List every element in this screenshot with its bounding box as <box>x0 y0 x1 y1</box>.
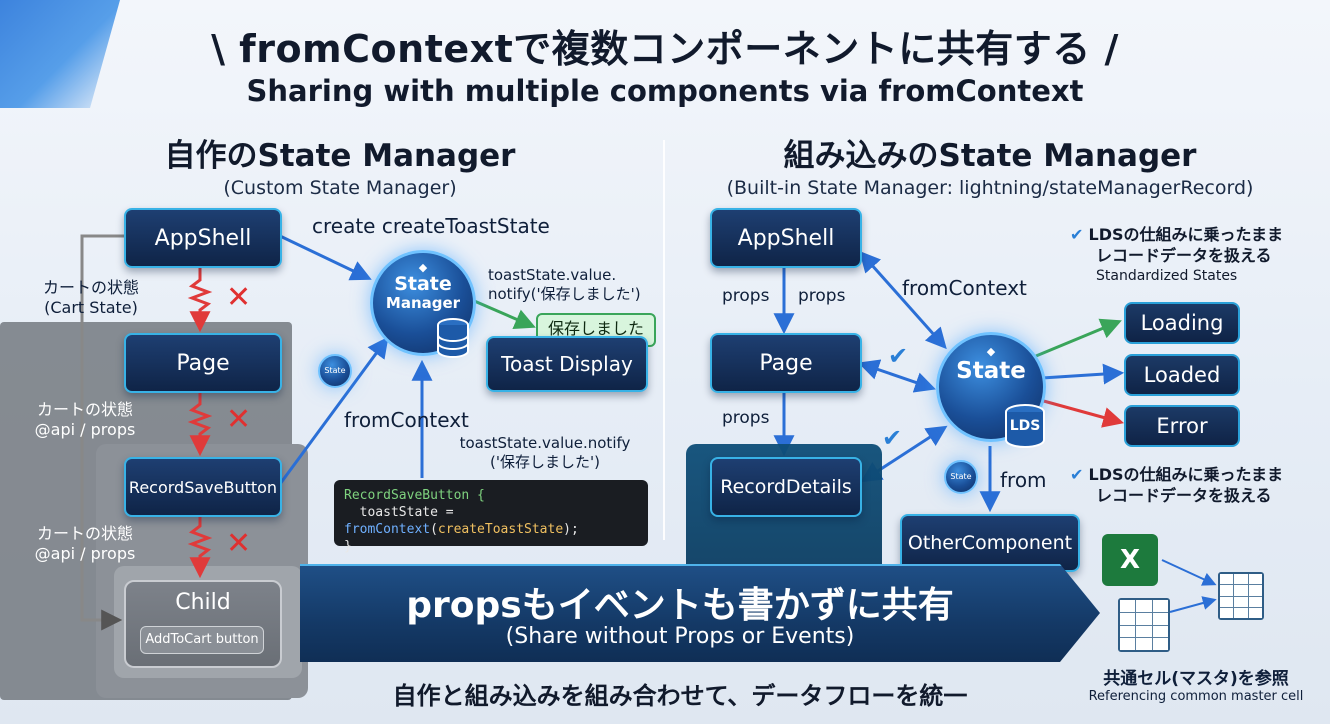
notify-label: toastState.value. notify('保存しました') <box>488 266 641 304</box>
excel-icon: X <box>1102 534 1158 586</box>
props-label-1: props <box>722 286 770 306</box>
master-cell-caption: 共通セル(マスタ)を参照 Referencing common master c… <box>1070 664 1322 704</box>
section-divider <box>663 140 665 540</box>
page-title: \ fromContextで複数コンポーネントに共有する / <box>211 27 1119 71</box>
left-appshell-node: AppShell <box>124 208 282 268</box>
right-from-context-label: fromContext <box>902 276 1027 300</box>
blocked-x-icon-3: ✕ <box>226 526 252 561</box>
cart-state-text-1: カートの状態 <box>42 278 139 297</box>
error-state-node: Error <box>1124 405 1240 447</box>
record-details-node: RecordDetails <box>710 457 862 517</box>
right-heading: 組み込みのState Manager <box>783 138 1197 174</box>
database-icon <box>436 318 470 358</box>
code-snippet: RecordSaveButton { toastState = fromCont… <box>334 480 648 554</box>
right-section-header: 組み込みのState Manager (Built-in State Manag… <box>680 130 1300 199</box>
child-label: Child <box>175 590 231 615</box>
mini-state-badge-right: State <box>944 460 978 494</box>
right-subheading: (Built-in State Manager: lightning/state… <box>726 177 1254 199</box>
summary-banner: propsもイベントも書かずに共有 (Share without Props o… <box>300 564 1100 662</box>
notify2-label: toastState.value.notify ('保存しました') <box>440 434 650 472</box>
master-caption-line1: 共通セル(マスタ)を参照 <box>1103 669 1289 689</box>
master-cell-icon <box>1218 572 1264 620</box>
note2-line2: レコードデータを扱える <box>1096 486 1272 505</box>
code-line2-b: ); <box>563 522 579 537</box>
master-caption-line2: Referencing common master cell <box>1088 689 1304 704</box>
from-label: from <box>1000 468 1047 492</box>
cart-state-en-1: (Cart State) <box>44 298 138 317</box>
banner-sub: (Share without Props or Events) <box>505 624 855 649</box>
left-record-save-button-node: RecordSaveButton <box>124 457 282 517</box>
code-line2-arg: createToastState <box>437 522 564 537</box>
lds-database-icon: LDS <box>1004 404 1046 448</box>
toast-display-node: Toast Display <box>486 336 648 392</box>
state-manager-line2: Manager <box>385 294 461 312</box>
code-line1: RecordSaveButton { <box>344 488 485 503</box>
builtin-state-label: State <box>956 358 1026 384</box>
code-line2-fn: fromContext <box>344 522 431 537</box>
left-child-node: Child AddToCart button <box>124 580 282 668</box>
other-component-node: OtherComponent <box>900 514 1080 572</box>
code-line3: } <box>344 539 352 554</box>
right-appshell-node: AppShell <box>710 208 862 268</box>
notify2-line1: toastState.value.notify <box>459 434 631 452</box>
props-label-3: props <box>722 408 770 428</box>
props-label-2: props <box>798 286 846 306</box>
blocked-x-icon-1: ✕ <box>226 280 252 315</box>
left-page-node: Page <box>124 333 282 393</box>
state-manager-line1: State <box>394 273 452 295</box>
left-subheading: (Custom State Manager) <box>223 177 457 199</box>
mini-state-badge-left: State <box>318 354 352 388</box>
left-heading: 自作のState Manager <box>164 138 516 174</box>
code-line2-a: toastState = <box>359 505 454 520</box>
note2-check-icon: ✔ <box>1070 465 1084 484</box>
notify-line2: notify('保存しました') <box>488 285 641 303</box>
loading-state-node: Loading <box>1124 302 1240 344</box>
cart-state-sub-3: @api / props <box>34 544 136 563</box>
notify2-line2: ('保存しました') <box>490 453 600 471</box>
note1-line1: LDSの仕組みに乗ったまま <box>1088 225 1284 244</box>
lds-note-2: ✔ LDSの仕組みに乗ったまま レコードデータを扱える <box>1070 464 1320 506</box>
add-to-cart-button[interactable]: AddToCart button <box>140 626 264 654</box>
note1-line3: Standardized States <box>1096 268 1238 284</box>
spreadsheet-stack-icon <box>1118 598 1170 652</box>
note1-line2: レコードデータを扱える <box>1096 246 1272 265</box>
cart-state-label-3: カートの状態 @api / props <box>30 524 140 564</box>
cart-state-label-2: カートの状態 @api / props <box>30 400 140 440</box>
cart-state-text-2: カートの状態 <box>36 400 133 419</box>
footer-caption: 自作と組み込みを組み合わせて、データフローを統一 <box>392 682 968 710</box>
left-section-header: 自作のState Manager (Custom State Manager) <box>120 130 560 199</box>
cart-state-text-3: カートの状態 <box>36 524 133 543</box>
notify-line1: toastState.value. <box>488 266 617 284</box>
loaded-state-node: Loaded <box>1124 354 1240 396</box>
check-icon-page: ✔ <box>888 342 909 370</box>
blocked-x-icon-2: ✕ <box>226 402 252 437</box>
create-toast-state-label: create createToastState <box>312 214 550 238</box>
cart-state-sub-2: @api / props <box>34 420 136 439</box>
lds-note-1: ✔ LDSの仕組みに乗ったまま レコードデータを扱える Standardized… <box>1070 224 1320 287</box>
right-page-node: Page <box>710 333 862 393</box>
cart-state-label-1: カートの状態 (Cart State) <box>36 278 146 318</box>
banner-main: propsもイベントも書かずに共有 <box>406 585 954 626</box>
page-subtitle: Sharing with multiple components via fro… <box>246 74 1084 108</box>
note1-check-icon: ✔ <box>1070 225 1084 244</box>
note2-line1: LDSの仕組みに乗ったまま <box>1088 465 1284 484</box>
lds-label: LDS <box>1009 418 1041 434</box>
check-icon-record: ✔ <box>882 424 903 452</box>
left-from-context-label: fromContext <box>344 408 469 432</box>
